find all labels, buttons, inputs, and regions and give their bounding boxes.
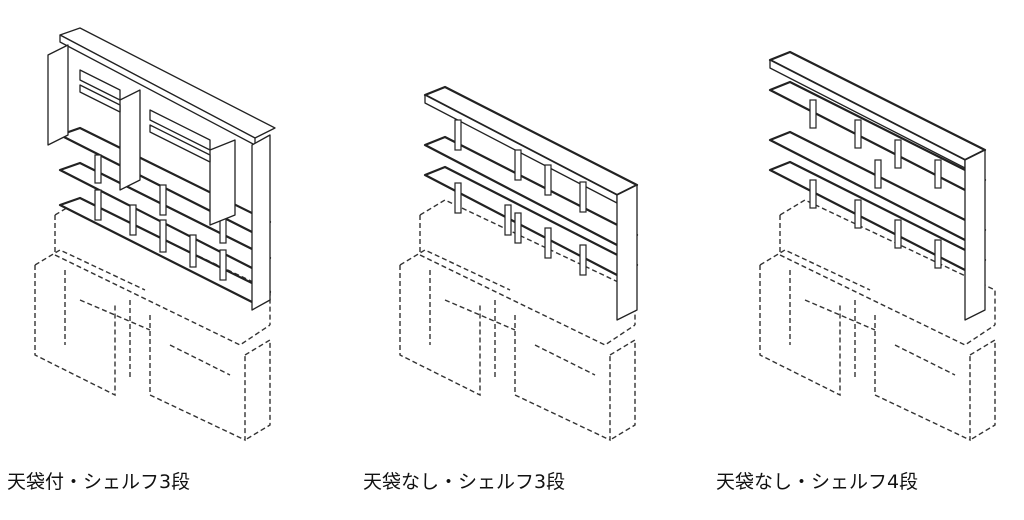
variant-2-caption: 天袋なし・シェルフ3段 bbox=[363, 471, 566, 493]
variant-3-drawing bbox=[759, 50, 996, 442]
upper-cabinet bbox=[47, 44, 236, 226]
lower-cabinet-outline bbox=[759, 199, 996, 442]
shelf-structure bbox=[423, 85, 639, 321]
shelf-structure bbox=[768, 50, 987, 321]
variant-1-drawing bbox=[34, 27, 276, 442]
variant-2-figure bbox=[385, 0, 655, 450]
variant-1-caption: 天袋付・シェルフ3段 bbox=[7, 471, 191, 493]
variant-3-figure bbox=[745, 0, 1015, 450]
variant-1-figure bbox=[20, 0, 290, 450]
variant-2-drawing bbox=[399, 85, 639, 442]
shelf-structure bbox=[58, 27, 276, 311]
variant-3-caption: 天袋なし・シェルフ4段 bbox=[716, 471, 919, 493]
lower-cabinet-outline bbox=[34, 199, 271, 442]
